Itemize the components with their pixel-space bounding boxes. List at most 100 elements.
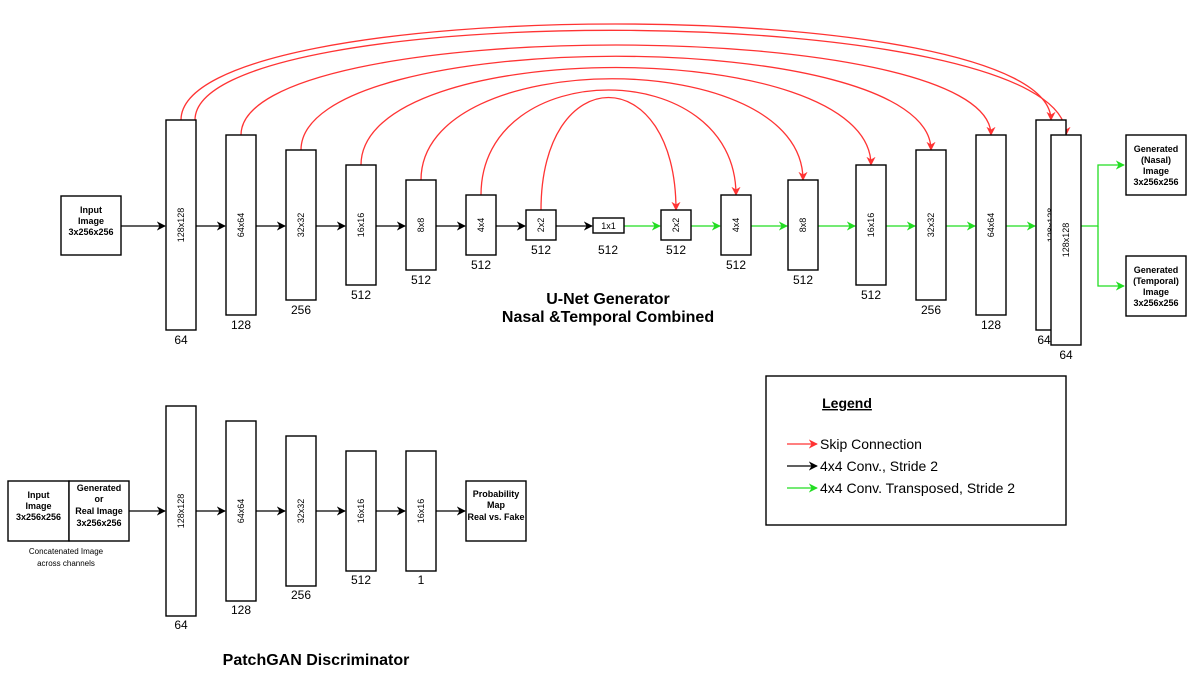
decoder-final-back-channels: 64: [1037, 333, 1051, 347]
output-nasal-line3: Image: [1143, 166, 1169, 176]
encoder-block-7-label: 2x2: [536, 218, 546, 233]
disc-output-line1: Probability: [473, 489, 520, 499]
generator-input-line1: Input: [80, 205, 102, 215]
disc-block-2-channels: 128: [231, 603, 251, 617]
encoder-block-2-channels: 128: [231, 318, 251, 332]
legend-item-conv: 4x4 Conv., Stride 2: [820, 458, 938, 474]
encoder-block-4-channels: 512: [351, 288, 371, 302]
disc-input-left-line2: Image: [25, 501, 51, 511]
skip-connection-2x2: [540, 97, 681, 211]
generator-input-line3: 3x256x256: [68, 227, 113, 237]
output-temporal-image: Generated (Temporal) Image 3x256x256: [1125, 255, 1187, 317]
disc-output-line2: Map: [487, 500, 506, 510]
output-temporal-line3: Image: [1143, 287, 1169, 297]
decoder-block-1-channels: 512: [666, 243, 686, 257]
legend-item-skip: Skip Connection: [820, 436, 922, 452]
skip-connection-128x128-b: [194, 29, 1071, 136]
disc-block-1-label: 128x128: [176, 494, 186, 529]
generator-input-image: Input Image 3x256x256: [60, 195, 122, 256]
disc-block-4-channels: 512: [351, 573, 371, 587]
encoder-block-1-label: 128x128: [176, 208, 186, 243]
bottleneck-channels: 512: [598, 243, 618, 257]
output-nasal-line4: 3x256x256: [1133, 177, 1178, 187]
encoder-block-7-channels: 512: [531, 243, 551, 257]
encoder-block-6-label: 4x4: [476, 218, 486, 233]
encoder-block-5-channels: 512: [411, 273, 431, 287]
decoder-block-4-label: 16x16: [866, 213, 876, 238]
skip-connection-32x32: [300, 55, 936, 151]
bottleneck-label: 1x1: [601, 221, 616, 231]
skip-connections: [180, 23, 1071, 211]
decoder-block-4-channels: 512: [861, 288, 881, 302]
encoder-block-1-channels: 64: [174, 333, 188, 347]
skip-connection-4x4: [480, 89, 741, 196]
discriminator-input-concat: Input Image 3x256x256 Generated or Real …: [7, 480, 130, 568]
decoder-block-6-label: 64x64: [986, 213, 996, 238]
discriminator-title: PatchGAN Discriminator: [223, 652, 410, 669]
encoder-block-6: 4x4 512: [465, 194, 497, 272]
decoder-block-5: 32x32 256: [915, 149, 947, 317]
decoder-block-5-channels: 256: [921, 303, 941, 317]
decoder-final-front-label: 128x128: [1061, 223, 1071, 258]
output-temporal-line4: 3x256x256: [1133, 298, 1178, 308]
decoder-block-4: 16x16 512: [855, 164, 887, 302]
disc-block-3: 32x32 256: [285, 435, 317, 602]
generator-decoder: 2x2 512 4x4 512 8x8 512 16x16 512 32x32 …: [660, 119, 1082, 362]
disc-block-3-channels: 256: [291, 588, 311, 602]
decoder-final-front-channels: 64: [1059, 348, 1073, 362]
decoder-block-6: 64x64 128: [975, 134, 1007, 332]
decoder-block-1: 2x2 512: [660, 209, 692, 257]
disc-input-right-line4: 3x256x256: [76, 518, 121, 528]
skip-connection-8x8: [420, 78, 808, 181]
skip-connection-128x128-a: [180, 23, 1056, 121]
skip-connection-16x16: [360, 66, 876, 166]
encoder-block-6-channels: 512: [471, 258, 491, 272]
disc-block-4-label: 16x16: [356, 499, 366, 524]
encoder-block-7: 2x2 512: [525, 209, 557, 257]
decoder-block-2-label: 4x4: [731, 218, 741, 233]
disc-input-right-line1: Generated: [77, 483, 122, 493]
discriminator-output: Probability Map Real vs. Fake: [465, 480, 527, 542]
decoder-block-3-label: 8x8: [798, 218, 808, 233]
encoder-block-5-label: 8x8: [416, 218, 426, 233]
legend-title: Legend: [822, 395, 872, 411]
skip-connection-64x64: [240, 44, 996, 136]
disc-input-right-line3: Real Image: [75, 506, 123, 516]
disc-block-3-label: 32x32: [296, 499, 306, 524]
disc-block-5: 16x16 1: [405, 450, 437, 587]
bottleneck-block: 1x1 512: [592, 217, 625, 257]
encoder-block-3: 32x32 256: [285, 149, 317, 317]
legend-item-transposed: 4x4 Conv. Transposed, Stride 2: [820, 480, 1015, 496]
output-temporal-line2: (Temporal): [1133, 276, 1179, 286]
disc-block-5-label: 16x16: [416, 499, 426, 524]
disc-block-5-channels: 1: [418, 573, 425, 587]
encoder-block-4: 16x16 512: [345, 164, 377, 302]
decoder-final-block-front: 128x128 64: [1050, 134, 1082, 362]
disc-block-1-channels: 64: [174, 618, 188, 632]
generator-input-line2: Image: [78, 216, 104, 226]
disc-block-1: 128x128 64: [165, 405, 197, 632]
disc-block-2: 64x64 128: [225, 420, 257, 617]
output-nasal-line2: (Nasal): [1141, 155, 1171, 165]
decoder-block-3-channels: 512: [793, 273, 813, 287]
disc-input-left-line3: 3x256x256: [16, 512, 61, 522]
disc-input-left-line1: Input: [28, 490, 50, 500]
encoder-block-3-label: 32x32: [296, 213, 306, 238]
generator-title-line2: Nasal &Temporal Combined: [502, 309, 714, 326]
disc-output-line3: Real vs. Fake: [467, 512, 524, 522]
generator-transposed-arrows: [624, 160, 1125, 291]
encoder-block-1: 128x128 64: [165, 119, 197, 347]
disc-caption-line2: across channels: [37, 559, 95, 568]
discriminator-layers: 128x128 64 64x64 128 32x32 256 16x16 512…: [165, 405, 437, 632]
encoder-block-5: 8x8 512: [405, 179, 437, 287]
disc-caption-line1: Concatenated Image: [29, 547, 104, 556]
legend: Legend Skip Connection 4x4 Conv., Stride…: [765, 375, 1067, 526]
disc-block-4: 16x16 512: [345, 450, 377, 587]
decoder-block-6-channels: 128: [981, 318, 1001, 332]
decoder-block-2-channels: 512: [726, 258, 746, 272]
encoder-block-4-label: 16x16: [356, 213, 366, 238]
output-nasal-line1: Generated: [1134, 144, 1179, 154]
output-temporal-line1: Generated: [1134, 265, 1179, 275]
decoder-block-1-label: 2x2: [671, 218, 681, 233]
encoder-block-3-channels: 256: [291, 303, 311, 317]
